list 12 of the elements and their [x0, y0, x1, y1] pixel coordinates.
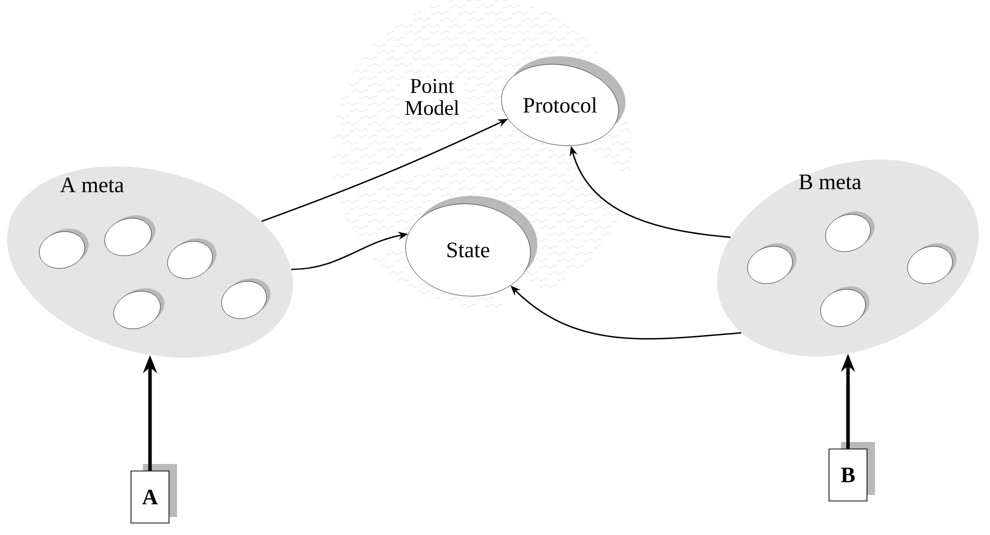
small-blob — [221, 278, 270, 319]
small-blob — [907, 243, 956, 284]
paper-sheet: B — [828, 442, 875, 502]
paper-sheet: A — [130, 464, 177, 524]
small-blob — [104, 215, 156, 256]
small-blob — [113, 288, 164, 329]
small-blob — [825, 211, 874, 252]
small-blob — [820, 286, 870, 327]
small-blob — [39, 228, 89, 269]
small-blob — [167, 238, 216, 279]
node-label: Point Model — [405, 78, 459, 116]
small-blob — [747, 243, 796, 284]
